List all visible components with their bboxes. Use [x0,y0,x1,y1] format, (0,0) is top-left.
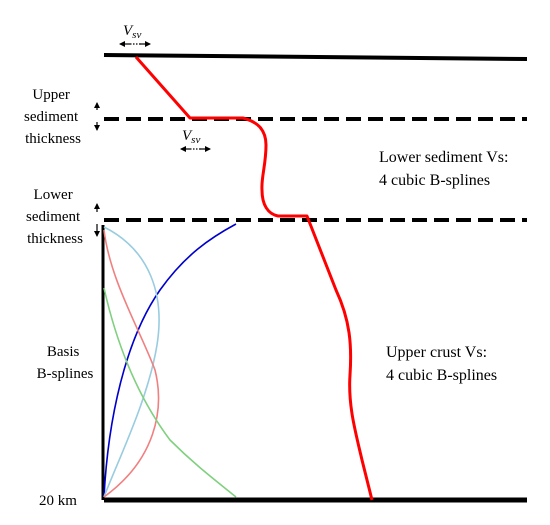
vs-profile-line [134,56,374,501]
depth-bottom-label: 20 km [39,493,77,509]
vsv-label-middle: Vsv [182,128,200,146]
lower-sediment-vs-label: Lower sediment Vs: 4 cubic B-splines [379,149,512,189]
lower-sediment-thickness-label: Lower sediment thickness [26,187,84,247]
basis-spline-lightblue [103,226,160,498]
vsv-label-top: Vsv [123,23,141,41]
basis-spline-pink [103,229,160,498]
surface-boundary-line [103,53,528,61]
basis-spline-blue [103,223,237,498]
basis-spline-green [103,287,237,498]
upper-crust-vs-label: Upper crust Vs: 4 cubic B-splines [386,344,497,384]
basis-bsplines-label: Basis B-splines [37,344,94,382]
upper-sediment-thickness-label: Upper sediment thickness [24,87,82,147]
